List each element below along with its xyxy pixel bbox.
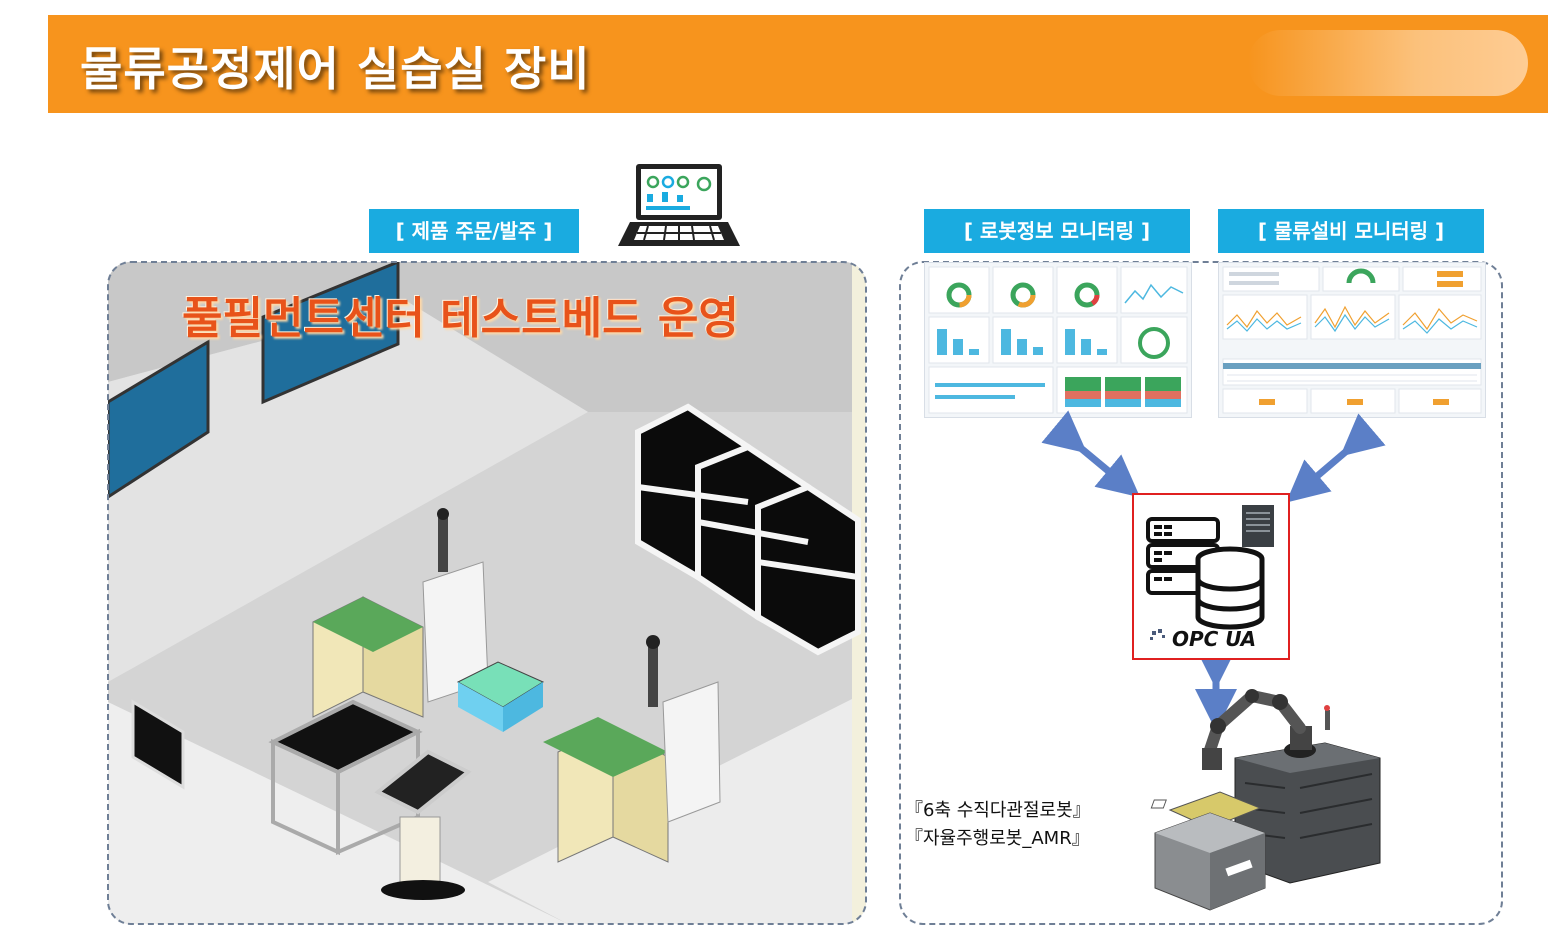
logistics-dashboard-thumbnail bbox=[1218, 262, 1486, 418]
fulfillment-scene bbox=[108, 262, 866, 924]
page-title: 물류공정제어 실습실 장비 bbox=[80, 42, 591, 96]
arrow-robot-dashboard bbox=[1041, 410, 1141, 498]
tag-robot-monitoring: [ 로봇정보 모니터링 ] bbox=[924, 209, 1190, 253]
header-banner: 물류공정제어 실습실 장비 bbox=[48, 15, 1548, 113]
tower-server-icon bbox=[1242, 505, 1274, 547]
database-icon bbox=[1195, 546, 1265, 630]
tag-logistics-monitoring: [ 물류설비 모니터링 ] bbox=[1218, 209, 1484, 253]
arrow-logistics-dashboard bbox=[1286, 413, 1386, 503]
caption-6-axis-robot: 『6축 수직다관절로봇』 bbox=[905, 800, 1091, 821]
tag-product-order: [ 제품 주문/발주 ] bbox=[369, 209, 579, 253]
header-decoration bbox=[1248, 30, 1528, 96]
opc-ua-label: OPC UA bbox=[1172, 627, 1257, 651]
right-system-frame bbox=[899, 261, 1503, 925]
laptop-icon bbox=[618, 164, 740, 246]
lab-illustration bbox=[108, 262, 866, 924]
opc-ua-server: OPC UA bbox=[1132, 493, 1290, 660]
caption-amr: 『자율주행로봇_AMR』 bbox=[905, 828, 1090, 849]
testbed-title: 풀필먼트센터 테스트베드 운영 bbox=[182, 293, 739, 344]
robot-arm-icon bbox=[1150, 689, 1381, 911]
left-scene-frame bbox=[107, 261, 867, 925]
